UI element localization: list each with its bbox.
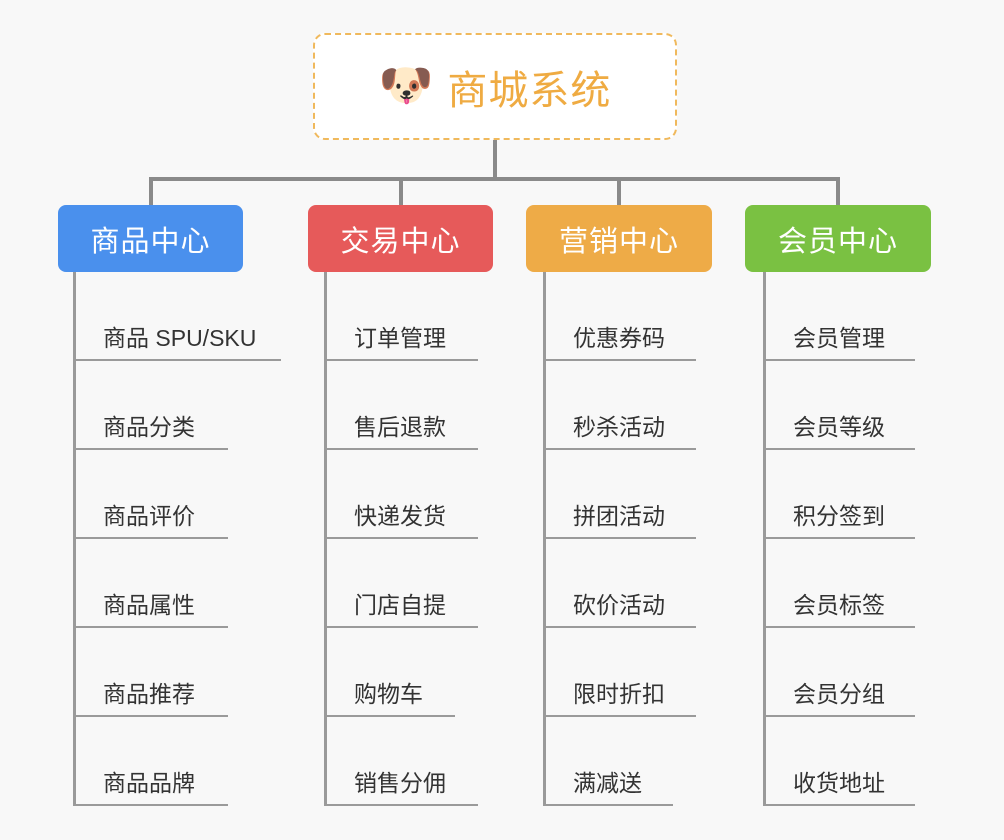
leaf-item[interactable]: 收货地址 xyxy=(763,717,915,806)
leaf-item-label: 积分签到 xyxy=(793,503,885,529)
leaf-item-label: 商品品牌 xyxy=(103,770,195,796)
connector-root-stem xyxy=(493,140,497,181)
category-box-3[interactable]: 营销中心 xyxy=(526,205,712,272)
leaf-item[interactable]: 秒杀活动 xyxy=(543,361,696,450)
leaf-item-label: 限时折扣 xyxy=(573,681,665,707)
root-node-label: 商城系统 xyxy=(447,68,612,113)
connector-drop-1 xyxy=(148,177,153,205)
leaf-item[interactable]: 限时折扣 xyxy=(543,628,696,717)
leaf-item[interactable]: 订单管理 xyxy=(324,272,478,361)
leaf-item-label: 砍价活动 xyxy=(573,592,665,618)
root-node-shopping-system[interactable]: 🐶 商城系统 xyxy=(313,33,677,140)
leaf-item[interactable]: 商品推荐 xyxy=(73,628,228,717)
leaf-item-label: 商品 SPU/SKU xyxy=(103,325,257,351)
leaf-item[interactable]: 满减送 xyxy=(543,717,673,806)
leaf-spine xyxy=(324,272,327,806)
connector-drop-2 xyxy=(398,177,403,205)
leaf-item-label: 会员标签 xyxy=(793,592,885,618)
leaf-spine xyxy=(543,272,546,806)
leaf-item-label: 门店自提 xyxy=(354,592,446,618)
leaf-item-label: 销售分佣 xyxy=(354,770,446,796)
category-box-4[interactable]: 会员中心 xyxy=(745,205,931,272)
leaf-item[interactable]: 会员管理 xyxy=(763,272,915,361)
leaf-item[interactable]: 商品 SPU/SKU xyxy=(73,272,281,361)
category-label: 交易中心 xyxy=(340,225,461,258)
leaf-item[interactable]: 商品品牌 xyxy=(73,717,228,806)
leaf-item-label: 会员分组 xyxy=(793,681,885,707)
leaf-item-label: 拼团活动 xyxy=(573,503,665,529)
category-label: 会员中心 xyxy=(777,225,898,258)
leaf-item-label: 满减送 xyxy=(573,770,642,796)
leaf-spine xyxy=(763,272,766,806)
dog-face-emoji-icon: 🐶 xyxy=(378,60,434,110)
leaf-item[interactable]: 门店自提 xyxy=(324,539,478,628)
leaf-item[interactable]: 商品评价 xyxy=(73,450,228,539)
leaf-item[interactable]: 砍价活动 xyxy=(543,539,696,628)
leaf-item-label: 售后退款 xyxy=(354,414,446,440)
leaf-item-label: 优惠券码 xyxy=(573,325,665,351)
leaf-item[interactable]: 会员标签 xyxy=(763,539,915,628)
leaf-item[interactable]: 会员等级 xyxy=(763,361,915,450)
leaf-item[interactable]: 积分签到 xyxy=(763,450,915,539)
leaf-spine xyxy=(73,272,76,806)
leaf-item[interactable]: 销售分佣 xyxy=(324,717,478,806)
category-label: 营销中心 xyxy=(558,225,679,258)
leaf-item-label: 商品推荐 xyxy=(103,681,195,707)
leaf-item[interactable]: 拼团活动 xyxy=(543,450,696,539)
leaf-item-label: 商品评价 xyxy=(103,503,195,529)
category-label: 商品中心 xyxy=(90,225,211,258)
leaf-item-label: 收货地址 xyxy=(793,770,885,796)
connector-drop-3 xyxy=(617,177,621,205)
leaf-item[interactable]: 优惠券码 xyxy=(543,272,696,361)
leaf-item-label: 会员管理 xyxy=(793,325,885,351)
leaf-item-label: 秒杀活动 xyxy=(573,414,665,440)
leaf-item[interactable]: 商品属性 xyxy=(73,539,228,628)
leaf-item[interactable]: 商品分类 xyxy=(73,361,228,450)
leaf-item-label: 购物车 xyxy=(354,681,423,707)
leaf-item-label: 会员等级 xyxy=(793,414,885,440)
leaf-item-label: 商品属性 xyxy=(103,592,195,618)
leaf-item[interactable]: 售后退款 xyxy=(324,361,478,450)
leaf-item-label: 订单管理 xyxy=(354,325,446,351)
leaf-item-label: 快递发货 xyxy=(354,503,446,529)
connector-horizontal-bus xyxy=(148,177,840,181)
category-box-2[interactable]: 交易中心 xyxy=(308,205,493,272)
category-box-1[interactable]: 商品中心 xyxy=(58,205,243,272)
leaf-item[interactable]: 会员分组 xyxy=(763,628,915,717)
leaf-item[interactable]: 购物车 xyxy=(324,628,455,717)
leaf-item[interactable]: 快递发货 xyxy=(324,450,478,539)
leaf-item-label: 商品分类 xyxy=(103,414,195,440)
connector-drop-4 xyxy=(836,177,840,205)
